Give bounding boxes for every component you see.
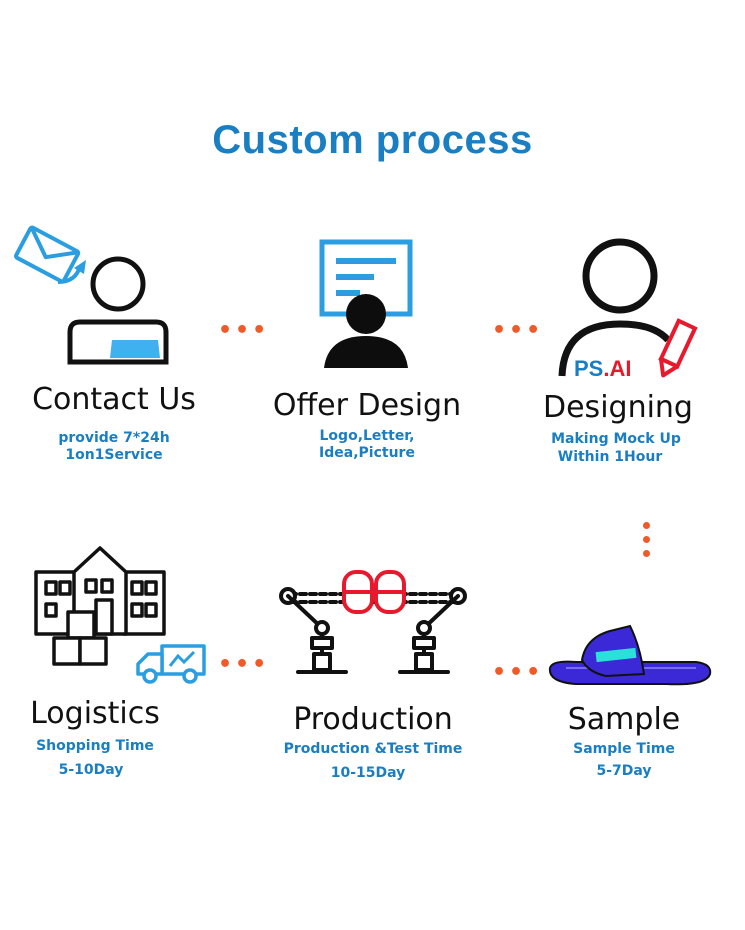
step-title-logistics: Logistics [30, 696, 160, 731]
step-desc-logistics-1: Shopping Time [36, 738, 154, 754]
connector-dots: ••• [218, 652, 270, 677]
warehouse-icon [34, 546, 166, 666]
step-desc-logistics-2: 5-10Day [58, 762, 124, 778]
step-title-sample: Sample [567, 702, 681, 737]
step-desc-production-2: 10-15Day [330, 765, 406, 781]
truck-icon [136, 644, 206, 684]
step-title-designing: Designing [543, 390, 693, 425]
step-title-contact: Contact Us [32, 382, 196, 417]
connector-dots: ••• [492, 318, 544, 343]
connector-dots-vertical [643, 522, 653, 557]
step-desc-designing-2: Within 1Hour [557, 449, 663, 465]
designer-icon [558, 238, 671, 377]
pencil-icon [658, 318, 698, 378]
ps-ai-text: PS.AI [574, 356, 632, 381]
step-desc-offer-2: Idea,Picture [319, 445, 415, 461]
ps-ai-suffix: .AI [603, 356, 632, 381]
step-desc-contact-1: provide 7*24h [58, 430, 170, 446]
robot-arm-icon [279, 570, 467, 674]
user-icon [67, 256, 169, 365]
ps-ai-label: PS.AI [574, 356, 631, 382]
connector-dots: ••• [218, 318, 270, 343]
step-desc-sample-1: Sample Time [573, 741, 675, 757]
step-desc-designing-1: Making Mock Up [551, 431, 681, 447]
step-desc-contact-2: 1on1Service [65, 447, 163, 463]
step-desc-production-1: Production &Test Time [283, 741, 463, 757]
document-icon [319, 239, 413, 368]
step-desc-sample-2: 5-7Day [596, 763, 652, 779]
envelope-icon [14, 225, 86, 284]
slipper-icon [548, 624, 712, 686]
connector-dots: ••• [492, 660, 544, 685]
step-title-offer: Offer Design [272, 388, 462, 423]
step-desc-offer-1: Logo,Letter, [319, 428, 415, 444]
page-title: Custom process [212, 118, 533, 162]
step-title-production: Production [293, 702, 453, 737]
